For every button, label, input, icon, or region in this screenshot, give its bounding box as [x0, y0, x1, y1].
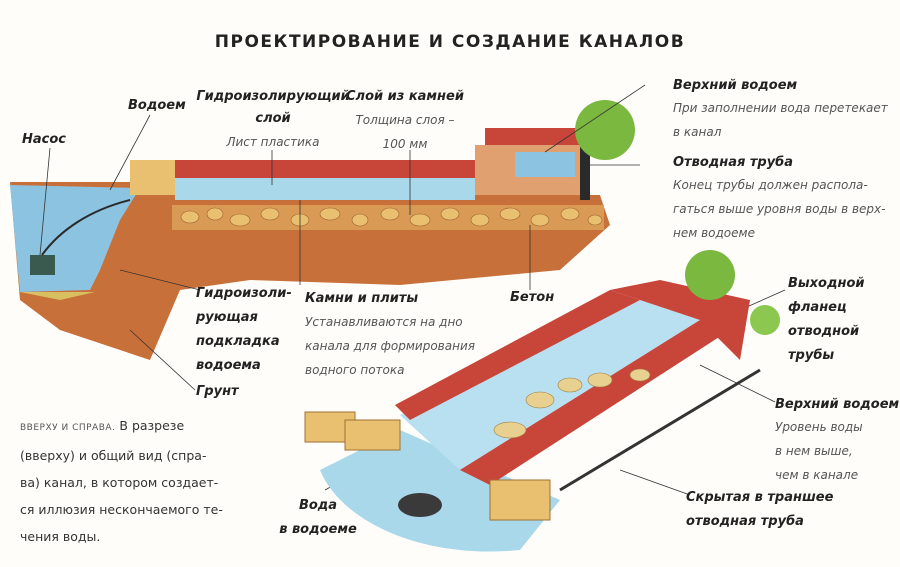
liner-label-1: Гидроизоли- [196, 286, 292, 301]
liner-callout: Гидроизоли- рующая подкладка водоема [196, 282, 292, 378]
water-callout: Вода в водоеме [278, 494, 358, 542]
upper-pond-desc: При заполнении вода перетекает [673, 101, 888, 115]
caption-line-4: ся иллюзия нескончаемого те- [20, 502, 223, 517]
drain-pipe-desc-2: гаться выше уровня воды в верх- [673, 202, 886, 216]
cross-section-drawing [10, 100, 635, 360]
stone-layer-label: Слой из камней [346, 89, 464, 104]
stone-layer-desc: Толщина слоя – [355, 113, 455, 127]
pump-icon [30, 255, 55, 275]
stones-callout: Камни и плиты Устанавливаются на дно кан… [305, 288, 475, 382]
shrub [575, 100, 635, 160]
perspective-upper-pond-label: Верхний водоем [775, 397, 900, 412]
drain-pipe [580, 140, 590, 200]
perspective-upper-pond-callout: Верхний водоем Уровень воды в нем выше, … [775, 395, 899, 487]
drain-pipe-desc: Конец трубы должен распола- [673, 178, 868, 192]
hydro-layer-callout: Гидроизолирующий слой Лист пластика [188, 86, 358, 154]
hydro-layer-label: Гидроизолирующий [196, 89, 350, 104]
perspective-upper-pond-desc-3: чем в канале [775, 468, 859, 482]
upper-pond-water [515, 152, 575, 177]
upper-pond-label: Верхний водоем [673, 78, 798, 93]
flange-label-3: отводной [788, 324, 860, 339]
label-pump: Насос [22, 132, 66, 147]
flange-label-2: фланец [788, 300, 847, 315]
page-title: ПРОЕКТИРОВАНИЕ И СОЗДАНИЕ КАНАЛОВ [214, 32, 686, 52]
label-concrete: Бетон [510, 290, 555, 305]
perspective-drawing [304, 250, 780, 552]
stones-desc: Устанавливаются на дно [305, 315, 463, 329]
perspective-upper-pond-desc-2: в нем выше, [775, 444, 853, 458]
stone-layer-callout: Слой из камней Толщина слоя – 100 мм [345, 86, 465, 156]
drain-pipe-desc-3: нем водоеме [673, 226, 755, 240]
stones-label: Камни и плиты [305, 291, 419, 306]
hidden-pipe-label-1: Скрытая в траншее [686, 490, 834, 505]
caption-line-2: (вверху) и общий вид (спра- [20, 448, 207, 463]
flange-label-1: Выходной [788, 276, 865, 291]
drain-pipe-label: Отводная труба [673, 155, 794, 170]
water-label-1: Вода [298, 498, 338, 513]
caption-line-1: В разрезе [119, 418, 185, 433]
hidden-pipe-label-2: отводная труба [686, 514, 804, 529]
drain-pipe-callout: Отводная труба Конец трубы должен распол… [673, 153, 885, 245]
label-soil: Грунт [196, 384, 239, 399]
hidden-pipe-callout: Скрытая в траншее отводная труба [686, 486, 833, 534]
brick-edge [175, 160, 475, 178]
canal-water [175, 178, 475, 200]
figure-caption: ВВЕРХУ И СПРАВА. В разрезе (вверху) и об… [20, 412, 230, 550]
liner-label-3: подкладка [196, 334, 280, 349]
flange-callout: Выходной фланец отводной трубы [788, 272, 865, 368]
flange-label-4: трубы [788, 348, 835, 363]
caption-smallcaps: ВВЕРХУ И СПРАВА. [20, 423, 116, 433]
stones-desc-3: водного потока [305, 363, 405, 377]
channel-water [400, 300, 700, 470]
upper-pond-callout: Верхний водоем При заполнении вода перет… [673, 76, 888, 144]
liner-label-4: водоема [196, 358, 261, 373]
caption-line-5: чения воды. [20, 529, 101, 544]
caption-line-3: ва) канал, в котором создает- [20, 475, 219, 490]
hydro-layer-label-2: слой [255, 111, 291, 126]
stone-layer-desc-2: 100 мм [382, 137, 428, 151]
hydro-layer-desc: Лист пластика [226, 135, 320, 149]
liner-label-2: рующая [196, 310, 258, 325]
upper-pond-desc-2: в канал [673, 125, 722, 139]
stones-desc-2: канала для формирования [305, 339, 475, 353]
label-pond: Водоем [128, 98, 186, 113]
water-label-2: в водоеме [279, 522, 357, 537]
perspective-upper-pond-desc: Уровень воды [775, 420, 863, 434]
